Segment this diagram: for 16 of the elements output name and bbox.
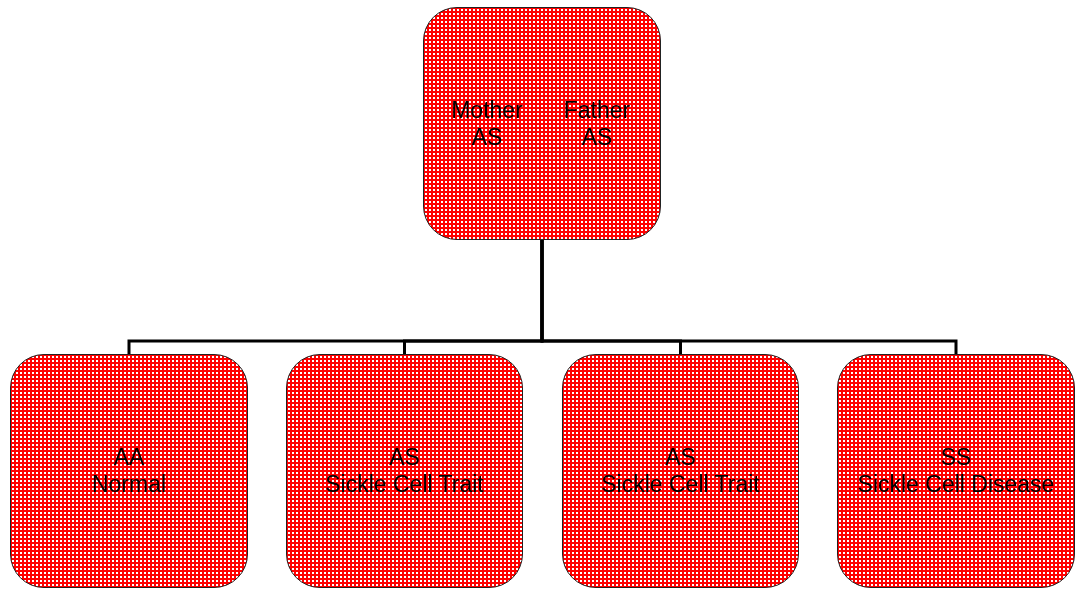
phenotype-label: Normal bbox=[91, 471, 167, 498]
phenotype-label: Sickle Cell Trait bbox=[325, 471, 484, 498]
phenotype-label: Sickle Cell Disease bbox=[857, 471, 1055, 498]
rounded-box bbox=[10, 354, 248, 588]
genotype-label: AS bbox=[665, 444, 696, 471]
rounded-box bbox=[423, 7, 661, 240]
genotype-label: AA bbox=[113, 444, 145, 471]
parent-label: Mother AS bbox=[450, 96, 524, 151]
connector-line bbox=[540, 240, 958, 354]
rounded-box bbox=[286, 354, 523, 588]
genotype-label: AS bbox=[389, 444, 420, 471]
phenotype-label: Sickle Cell Trait bbox=[601, 471, 760, 498]
genotype-label: SS bbox=[940, 444, 972, 471]
rounded-box bbox=[562, 354, 799, 588]
parent-label: Father AS bbox=[562, 96, 632, 151]
rounded-box bbox=[837, 354, 1075, 588]
